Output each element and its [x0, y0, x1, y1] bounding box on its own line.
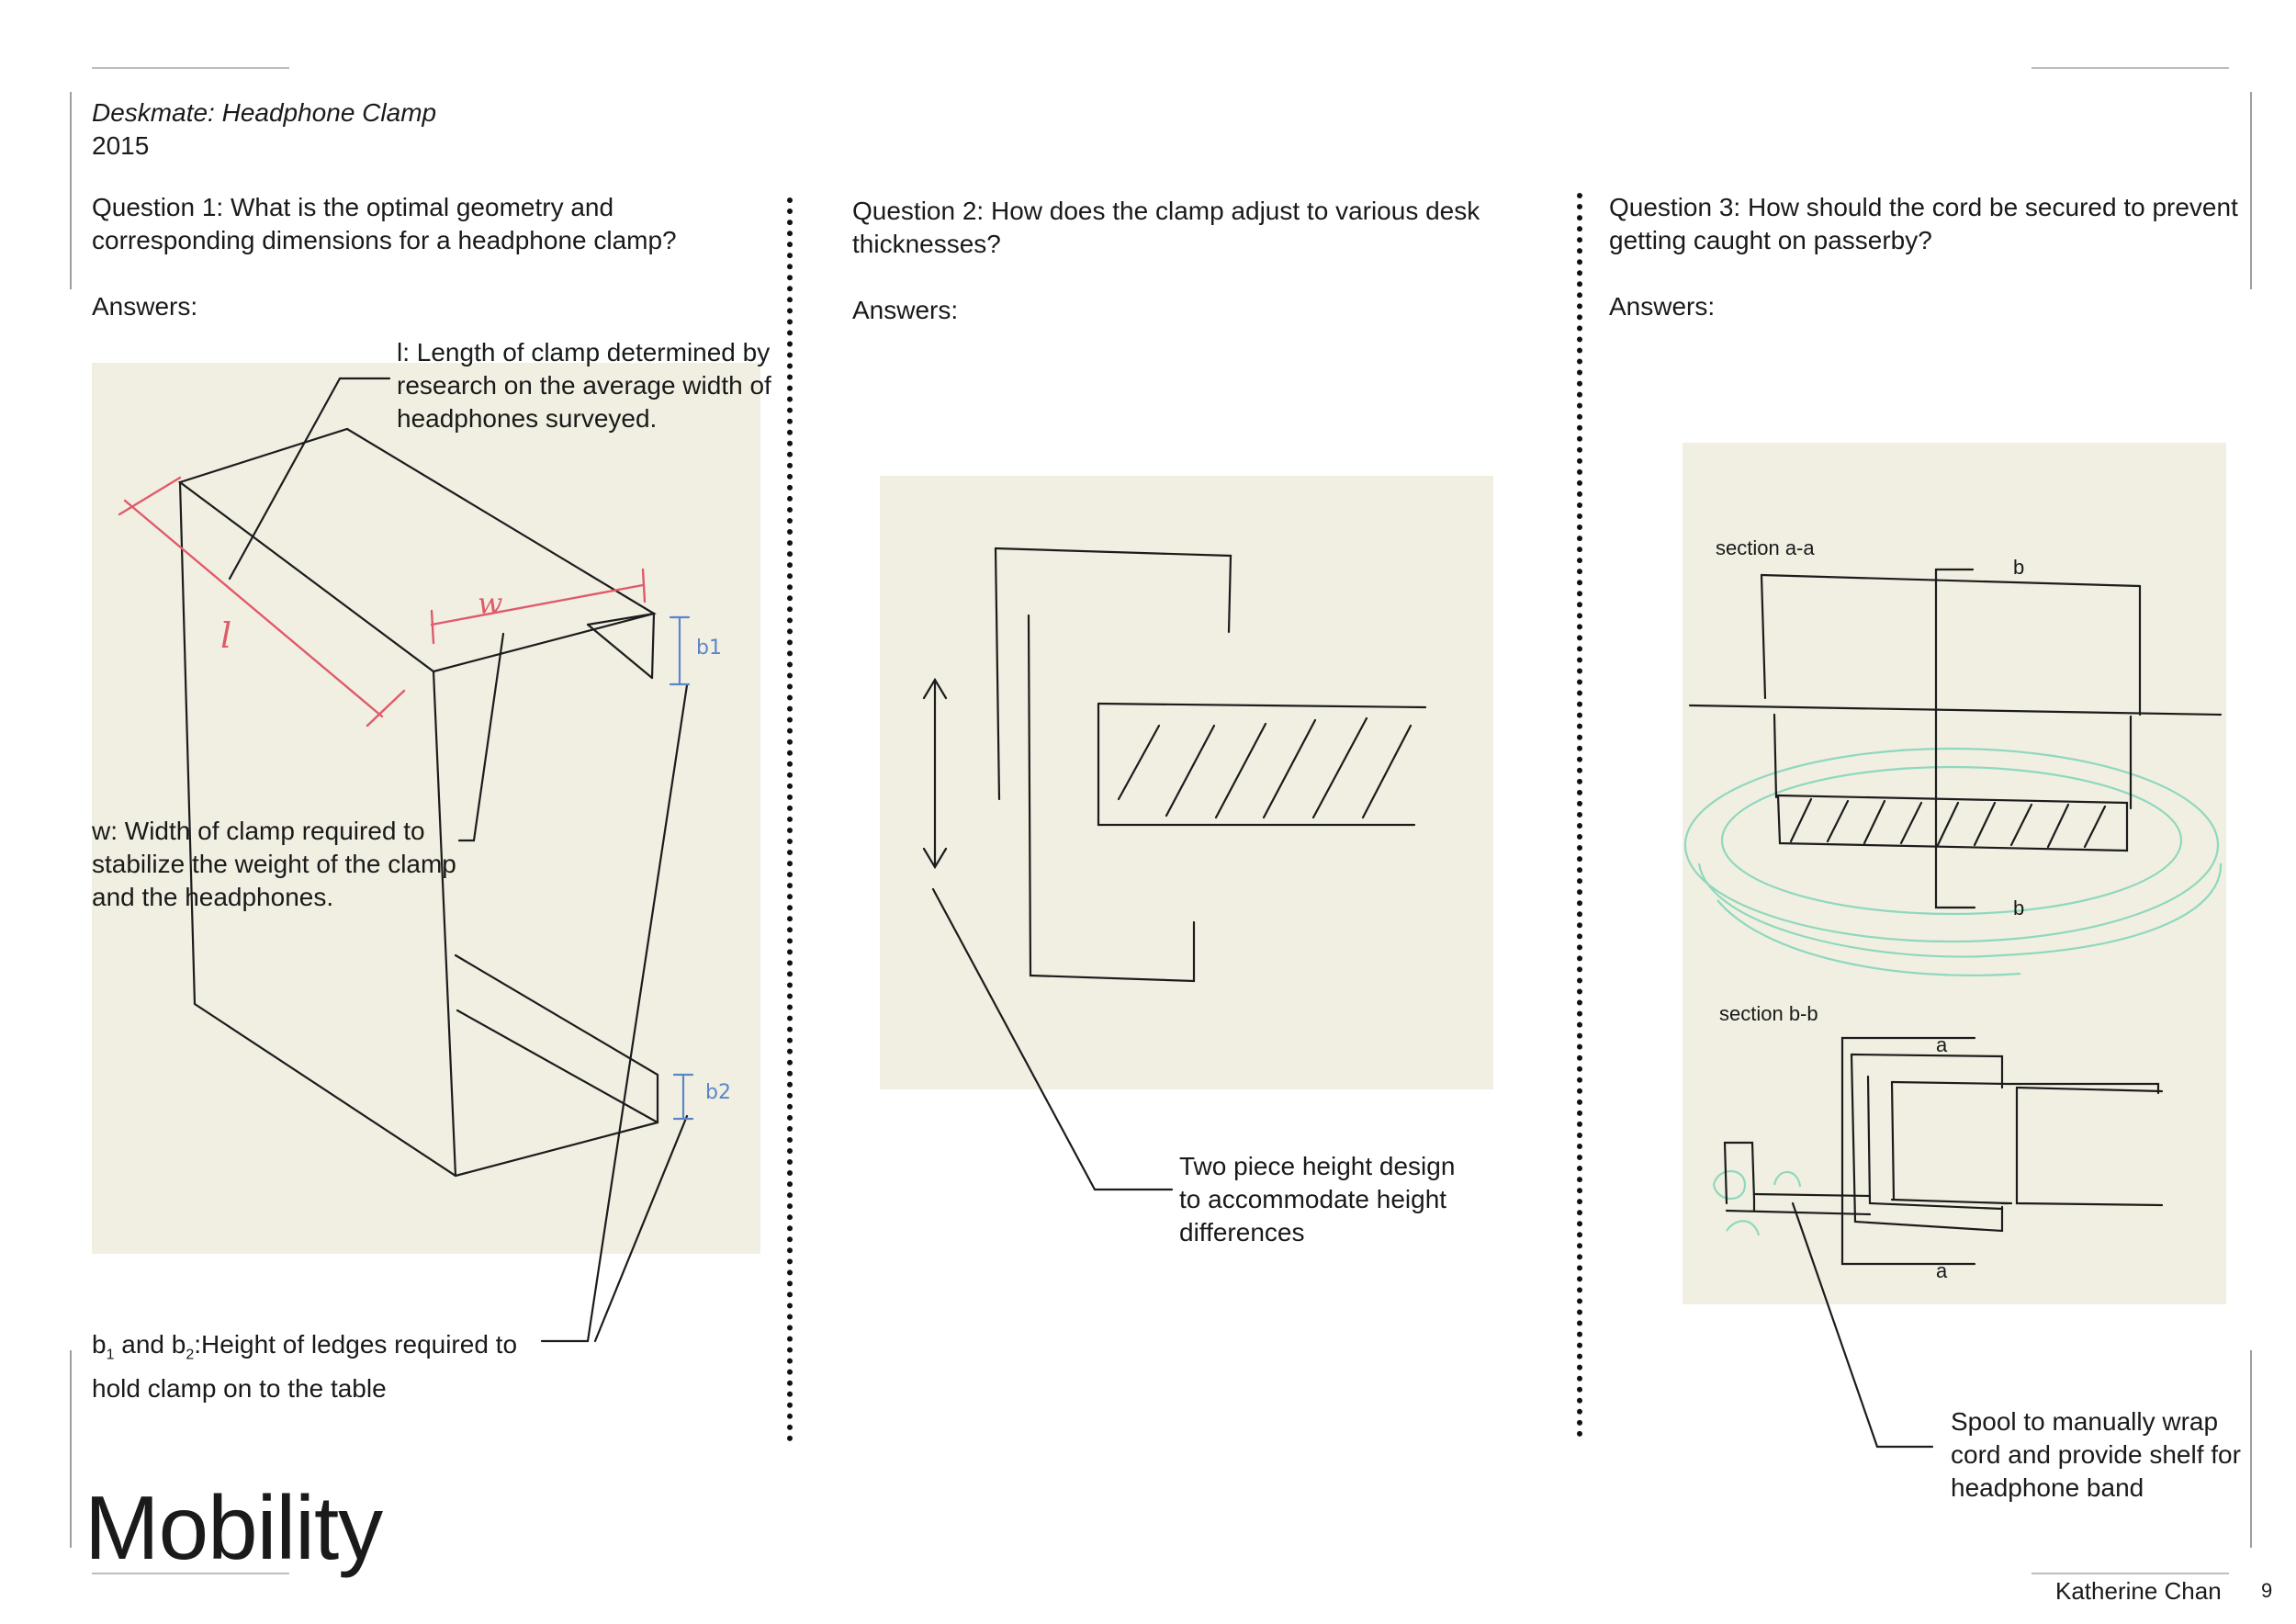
b-sub-2: 2 — [186, 1347, 195, 1363]
cut-label-b-bottom: b — [2013, 897, 2025, 919]
question-1: Question 1: What is the optimal geometry… — [92, 193, 677, 254]
annotation-length-l: l: Length of clamp determined by researc… — [397, 338, 771, 433]
annotation-spool: Spool to manually wrap cord and provide … — [1951, 1407, 2241, 1502]
cut-label-a-bottom: a — [1936, 1259, 1948, 1282]
author-name: Katherine Chan — [2055, 1577, 2222, 1605]
answers-label-2: Answers: — [852, 296, 959, 324]
question-3: Question 3: How should the cord be secur… — [1609, 193, 2238, 254]
svg-text:b1: b1 — [696, 637, 722, 660]
annotation-two-piece: Two piece height design to accommodate h… — [1179, 1152, 1456, 1246]
project-year: 2015 — [92, 131, 150, 160]
cut-label-b-top: b — [2013, 556, 2025, 579]
annotation-width-w: w: Width of clamp required to stabilize … — [92, 817, 456, 911]
frame-bottom-left-rule — [92, 1573, 289, 1574]
frame-right-bottom-rule — [2250, 1350, 2252, 1548]
frame-top-right-rule — [2032, 67, 2229, 69]
cut-label-a-top: a — [1936, 1033, 1948, 1056]
b-rest: :Height of ledges required to hold clamp… — [92, 1330, 518, 1403]
frame-left-top-rule — [70, 92, 72, 289]
b-prefix: b — [92, 1330, 107, 1359]
clamp-sketch-paper — [92, 363, 760, 1254]
answers-label-1: Answers: — [92, 292, 198, 321]
svg-text:b2: b2 — [705, 1081, 731, 1104]
svg-text:w: w — [478, 586, 502, 621]
page-number: 9 — [2261, 1579, 2273, 1602]
frame-top-left-rule — [92, 67, 289, 69]
annotation-ledges-b: b1 and b2:Height of ledges required to h… — [92, 1328, 542, 1405]
question-2: Question 2: How does the clamp adjust to… — [852, 197, 1480, 258]
b-and: and b — [114, 1330, 186, 1359]
category-title: Mobility — [84, 1477, 383, 1578]
b-sub-1: 1 — [106, 1347, 115, 1363]
svg-text:l: l — [220, 615, 231, 656]
section-b-b-label: section b-b — [1719, 1002, 1818, 1025]
adjuster-sketch-paper — [880, 476, 1493, 1089]
frame-bottom-right-rule — [2032, 1573, 2229, 1574]
answers-label-3: Answers: — [1609, 292, 1716, 321]
frame-right-top-rule — [2250, 92, 2252, 289]
column-divider-1 — [787, 197, 793, 1442]
column-divider-2 — [1577, 193, 1582, 1438]
project-title: Deskmate: Headphone Clamp — [92, 98, 437, 127]
frame-left-bottom-rule — [70, 1350, 72, 1548]
section-a-a-label: section a-a — [1716, 536, 1815, 559]
